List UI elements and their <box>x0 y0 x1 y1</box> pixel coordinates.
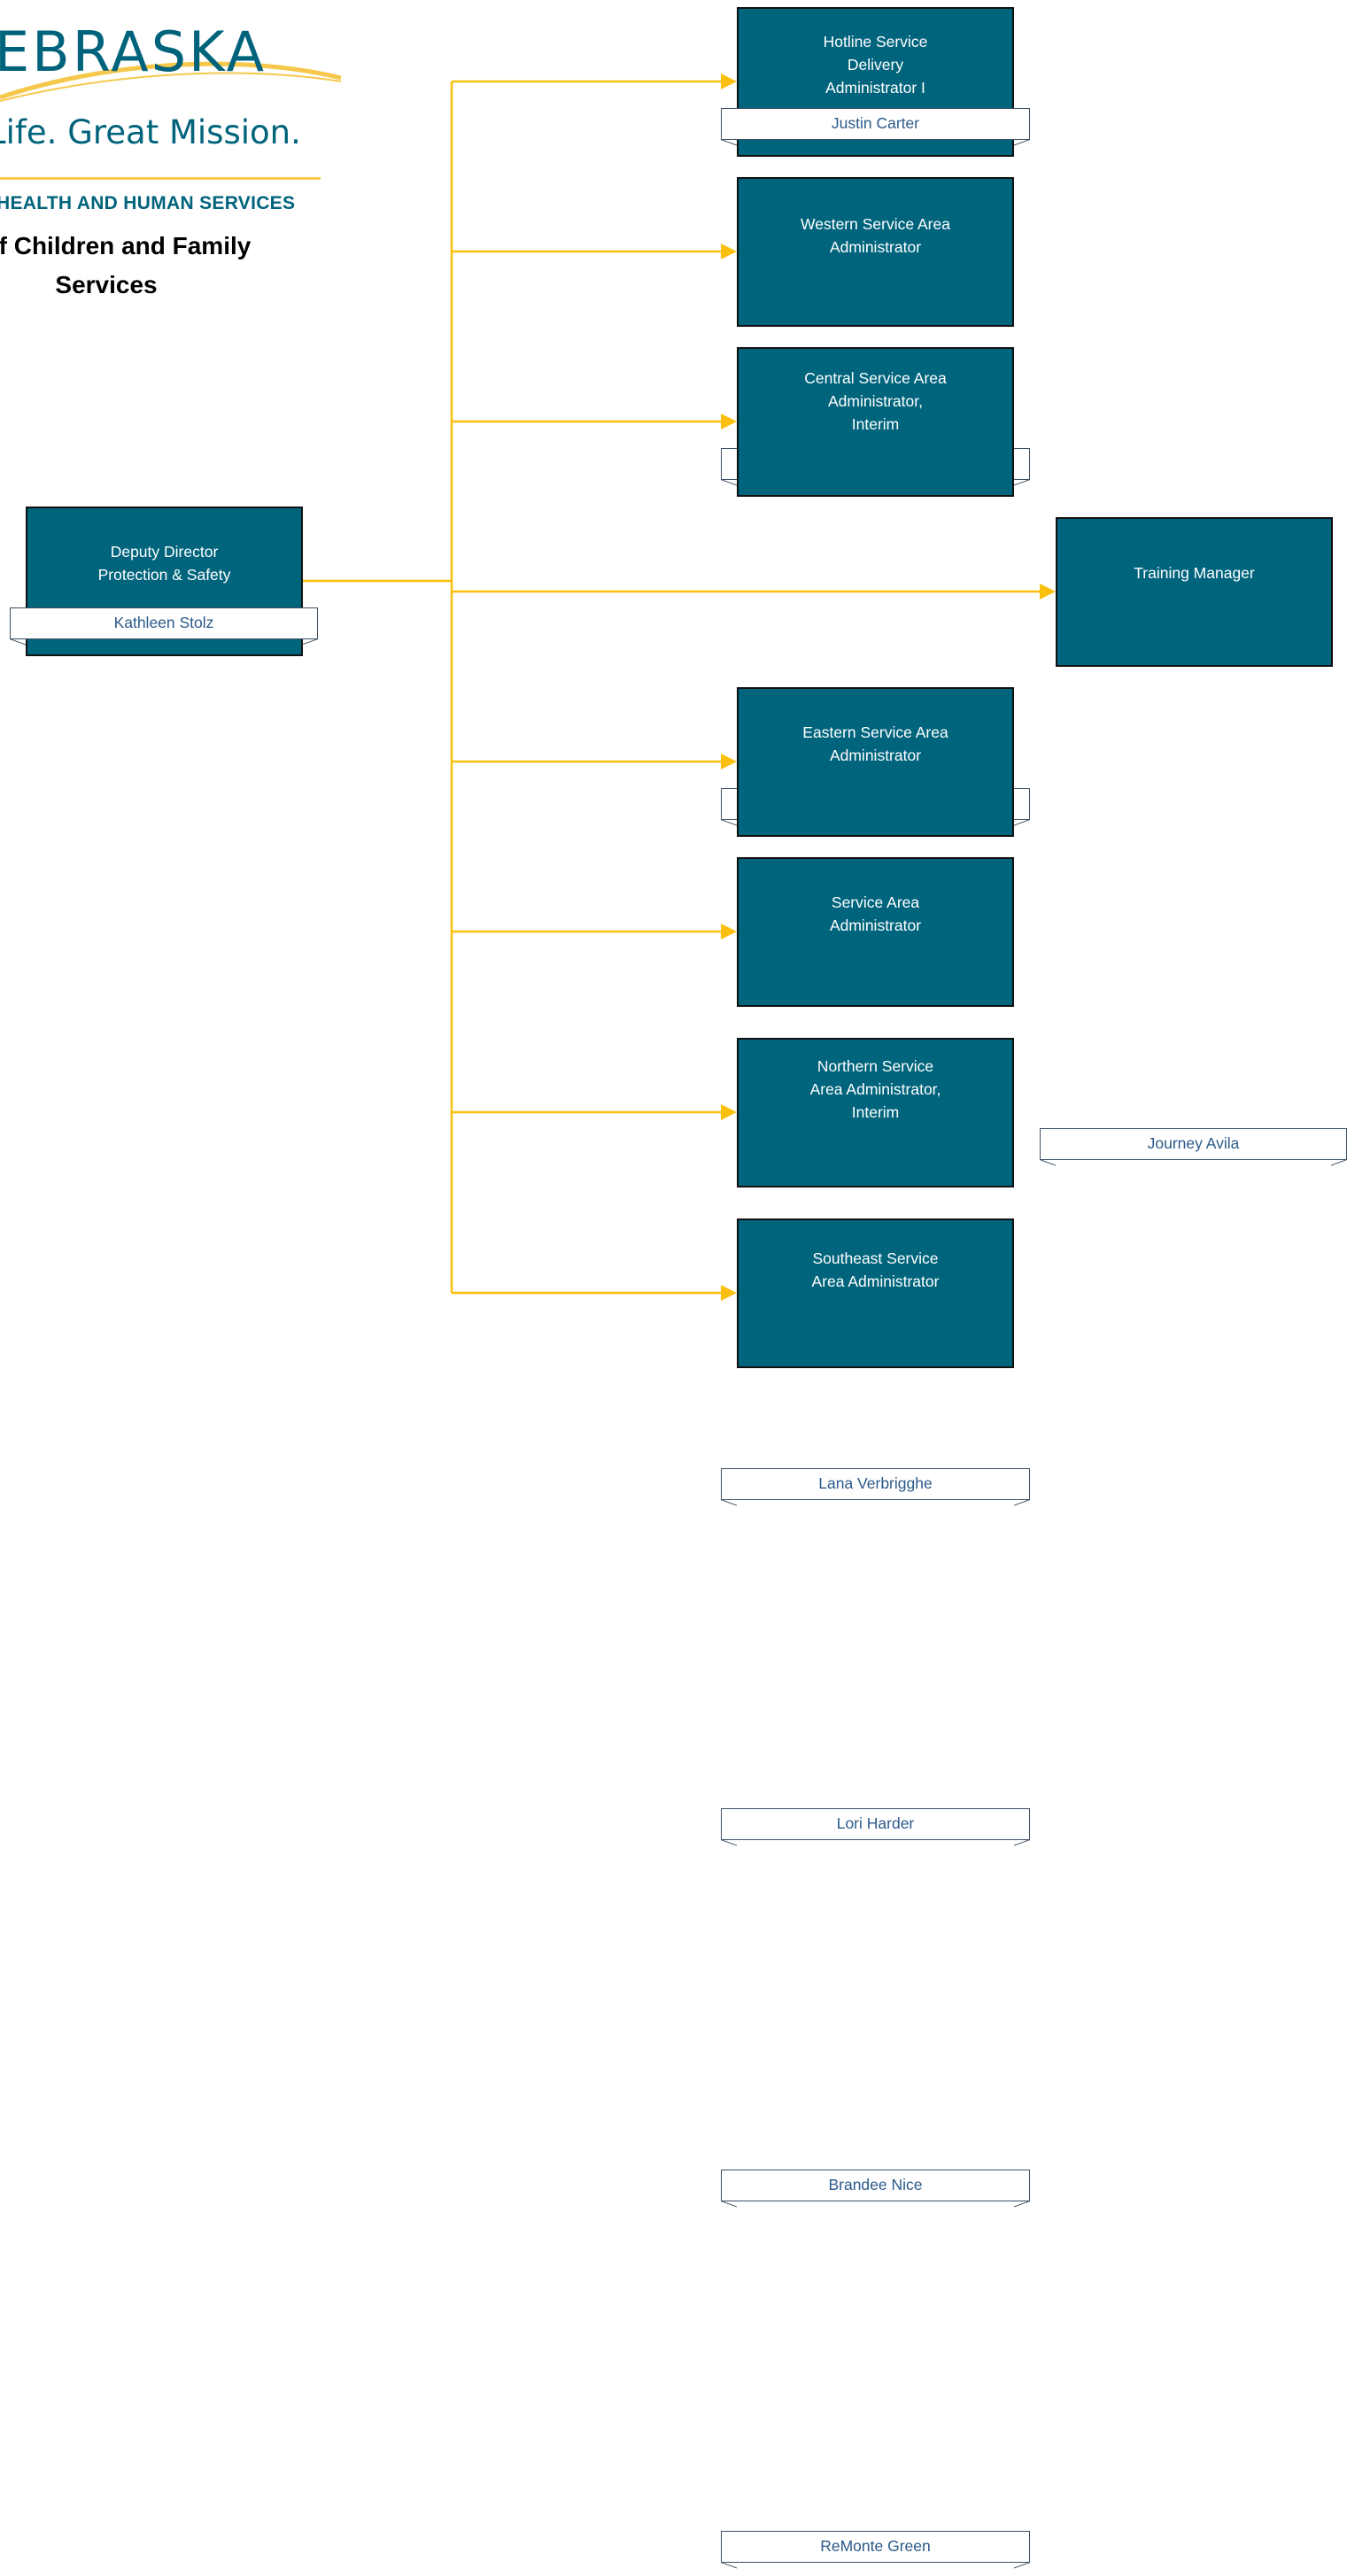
org-node-lana-verbrigghe: Eastern Service Area Administrator <box>737 687 1014 837</box>
logo-department: HEALTH AND HUMAN SERVICES <box>0 193 296 213</box>
arrow-head-icon <box>1040 584 1056 600</box>
node-name-tab: Lori Harder <box>721 1808 1030 1840</box>
node-title: Deputy Director Protection & Safety <box>97 543 231 584</box>
node-title: Eastern Service Area Administrator <box>802 723 948 764</box>
node-title: Western Service Area Administrator <box>801 215 950 256</box>
logo-tagline: Life. Great Mission. <box>0 113 301 151</box>
connector-lines <box>302 73 1056 1301</box>
arrow-head-icon <box>721 73 737 89</box>
node-name-tab: Justin Carter <box>721 108 1030 140</box>
node-name-tab: Kathleen Stolz <box>10 607 318 639</box>
org-node-casey-smith: Central Service Area Administrator, Inte… <box>737 347 1014 497</box>
node-title: Northern Service Area Administrator, Int… <box>809 1057 941 1121</box>
org-node-remonte-green: Southeast Service Area Administrator <box>737 1218 1014 1368</box>
node-name-tab: Brandee Nice <box>721 2170 1030 2201</box>
dhhs-logo: EBRASKA Life. Great Mission. HEALTH AND … <box>0 0 372 319</box>
logo-swoosh-graphic <box>0 61 342 102</box>
node-title: Southeast Service Area Administrator <box>811 1249 940 1290</box>
node-name-tab: Journey Avila <box>1040 1128 1347 1160</box>
org-node-brandee-nice: Northern Service Area Administrator, Int… <box>737 1038 1014 1187</box>
node-title: Hotline Service Delivery Administrator I <box>823 33 928 97</box>
arrow-head-icon <box>721 1104 737 1120</box>
org-node-journey-avila: Training Manager <box>1056 517 1333 667</box>
org-node-lori-harder: Service Area Administrator <box>737 857 1014 1007</box>
node-name-tab: ReMonte Green <box>721 2531 1030 2563</box>
node-name-tab: Lana Verbrigghe <box>721 1468 1030 1500</box>
arrow-head-icon <box>721 244 737 259</box>
org-node-brenda-brooks: Western Service Area Administrator <box>737 177 1014 327</box>
division-title: n of Children and Family Services <box>0 232 252 298</box>
logo-wordmark: EBRASKA <box>0 19 267 84</box>
arrow-head-icon <box>721 924 737 940</box>
logo-divider <box>0 177 321 180</box>
node-title: Central Service Area Administrator, Inte… <box>804 369 947 433</box>
arrow-head-icon <box>721 1285 737 1301</box>
arrow-head-icon <box>721 414 737 429</box>
arrow-head-icon <box>721 754 737 770</box>
node-title: Training Manager <box>1134 564 1255 582</box>
node-title: Service Area Administrator <box>829 893 922 934</box>
